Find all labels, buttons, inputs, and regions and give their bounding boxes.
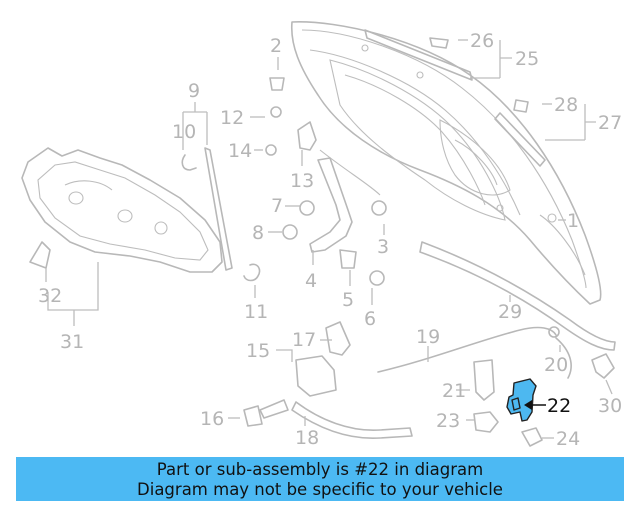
part-22-highlighted[interactable] [506,378,546,422]
label-11: 11 [244,301,268,323]
part-23-bolt [473,411,499,433]
label-29: 29 [498,301,522,323]
label-8: 8 [252,222,264,244]
label-19: 19 [416,326,440,348]
label-32: 32 [38,285,62,307]
label-28: 28 [554,94,578,116]
leader-lines [45,39,613,439]
label-31: 31 [60,331,84,353]
part-32-retainer [29,241,51,269]
label-30: 30 [598,395,622,417]
label-20: 20 [544,354,568,376]
label-3: 3 [377,236,389,258]
label-21: 21 [442,380,466,402]
label-26: 26 [470,30,494,52]
label-10: 10 [172,121,196,143]
seals [364,29,616,351]
hood-hinge [297,121,353,253]
hood-insulator [21,147,223,273]
part-30-bumper [591,353,615,379]
label-9: 9 [188,80,200,102]
label-4: 4 [305,270,317,292]
hood-support-rod [181,147,261,282]
banner-line-1: Part or sub-assembly is #22 in diagram [156,460,484,479]
label-24: 24 [556,428,580,450]
callout-labels: 1 2 3 4 5 6 7 8 9 10 11 12 13 14 15 16 1… [38,30,622,450]
label-12: 12 [220,107,244,129]
label-5: 5 [342,289,354,311]
fasteners [265,37,529,286]
label-7: 7 [271,195,283,217]
label-6: 6 [364,308,376,330]
label-2: 2 [270,35,282,57]
hood-panel [290,21,602,305]
label-17: 17 [292,329,316,351]
label-18: 18 [295,427,319,449]
label-13: 13 [290,170,314,192]
label-22: 22 [547,395,571,417]
part-21-bracket [473,359,495,401]
label-23: 23 [436,410,460,432]
part-24-bumper [521,427,543,447]
label-16: 16 [200,408,224,430]
label-27: 27 [598,112,622,134]
banner-line-2: Diagram may not be specific to your vehi… [137,480,503,499]
info-banner: Part or sub-assembly is #22 in diagram D… [16,457,624,501]
label-14: 14 [228,140,252,162]
label-1: 1 [567,210,579,232]
release-cable [377,326,572,379]
hood-latch [243,321,413,439]
label-25: 25 [515,48,539,70]
label-15: 15 [246,340,270,362]
